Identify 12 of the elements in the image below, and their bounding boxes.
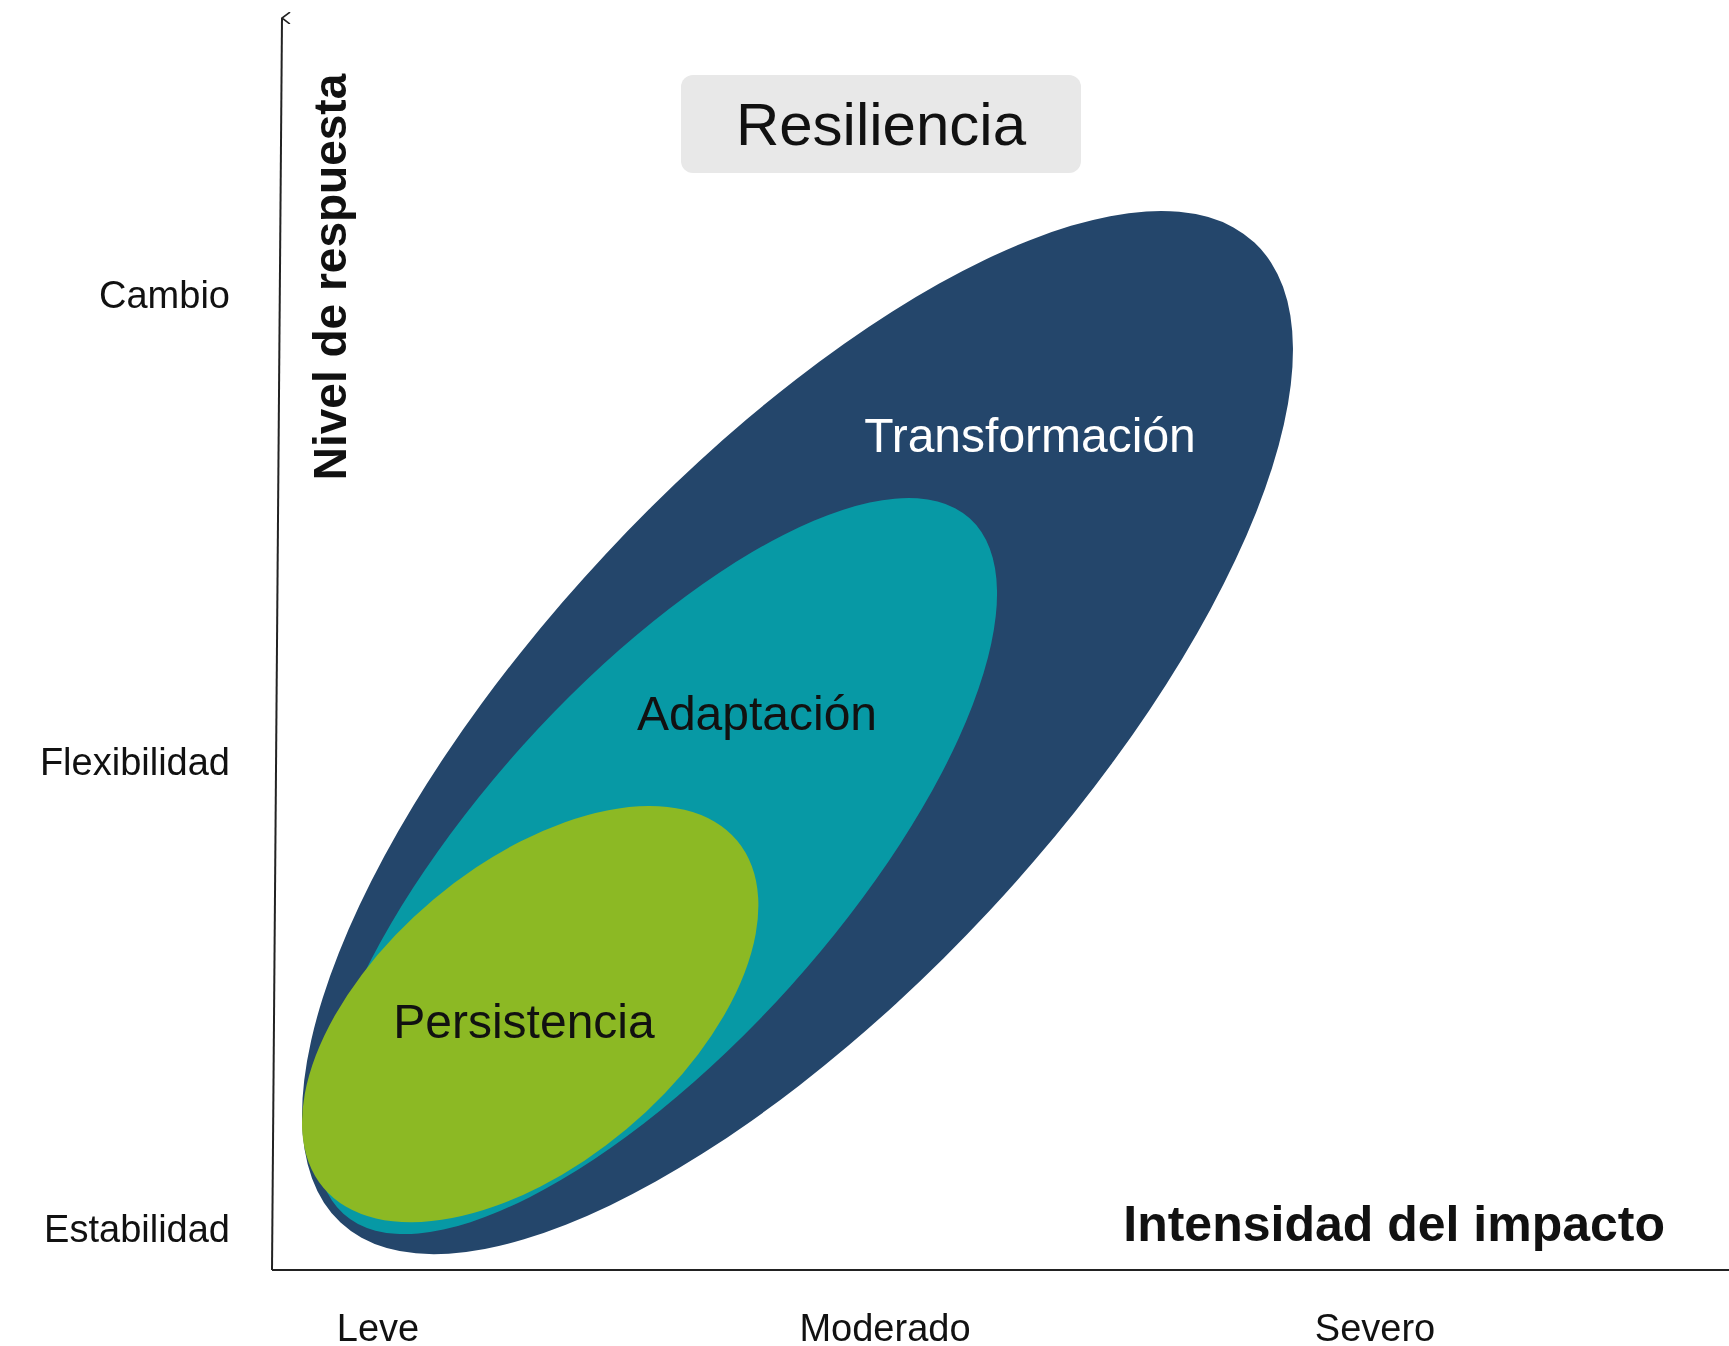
region-label: Persistencia — [393, 993, 655, 1049]
axis-tick-label: Leve — [336, 1306, 420, 1346]
axis-tick-label: Cambio — [99, 273, 230, 317]
axis-title: Intensidad del impacto — [1123, 1195, 1665, 1253]
title-box: Resiliencia — [681, 75, 1081, 173]
axis-tick-label: Estabilidad — [44, 1207, 230, 1251]
axis-title: Nivel de respuesta — [303, 73, 357, 481]
axis-tick-label: Severo — [1314, 1306, 1436, 1346]
region-label: Adaptación — [636, 685, 878, 741]
axis-tick-label: Flexibilidad — [39, 740, 230, 784]
axis-tick-label: Moderado — [799, 1306, 971, 1346]
region-label: Transformación — [864, 407, 1196, 463]
